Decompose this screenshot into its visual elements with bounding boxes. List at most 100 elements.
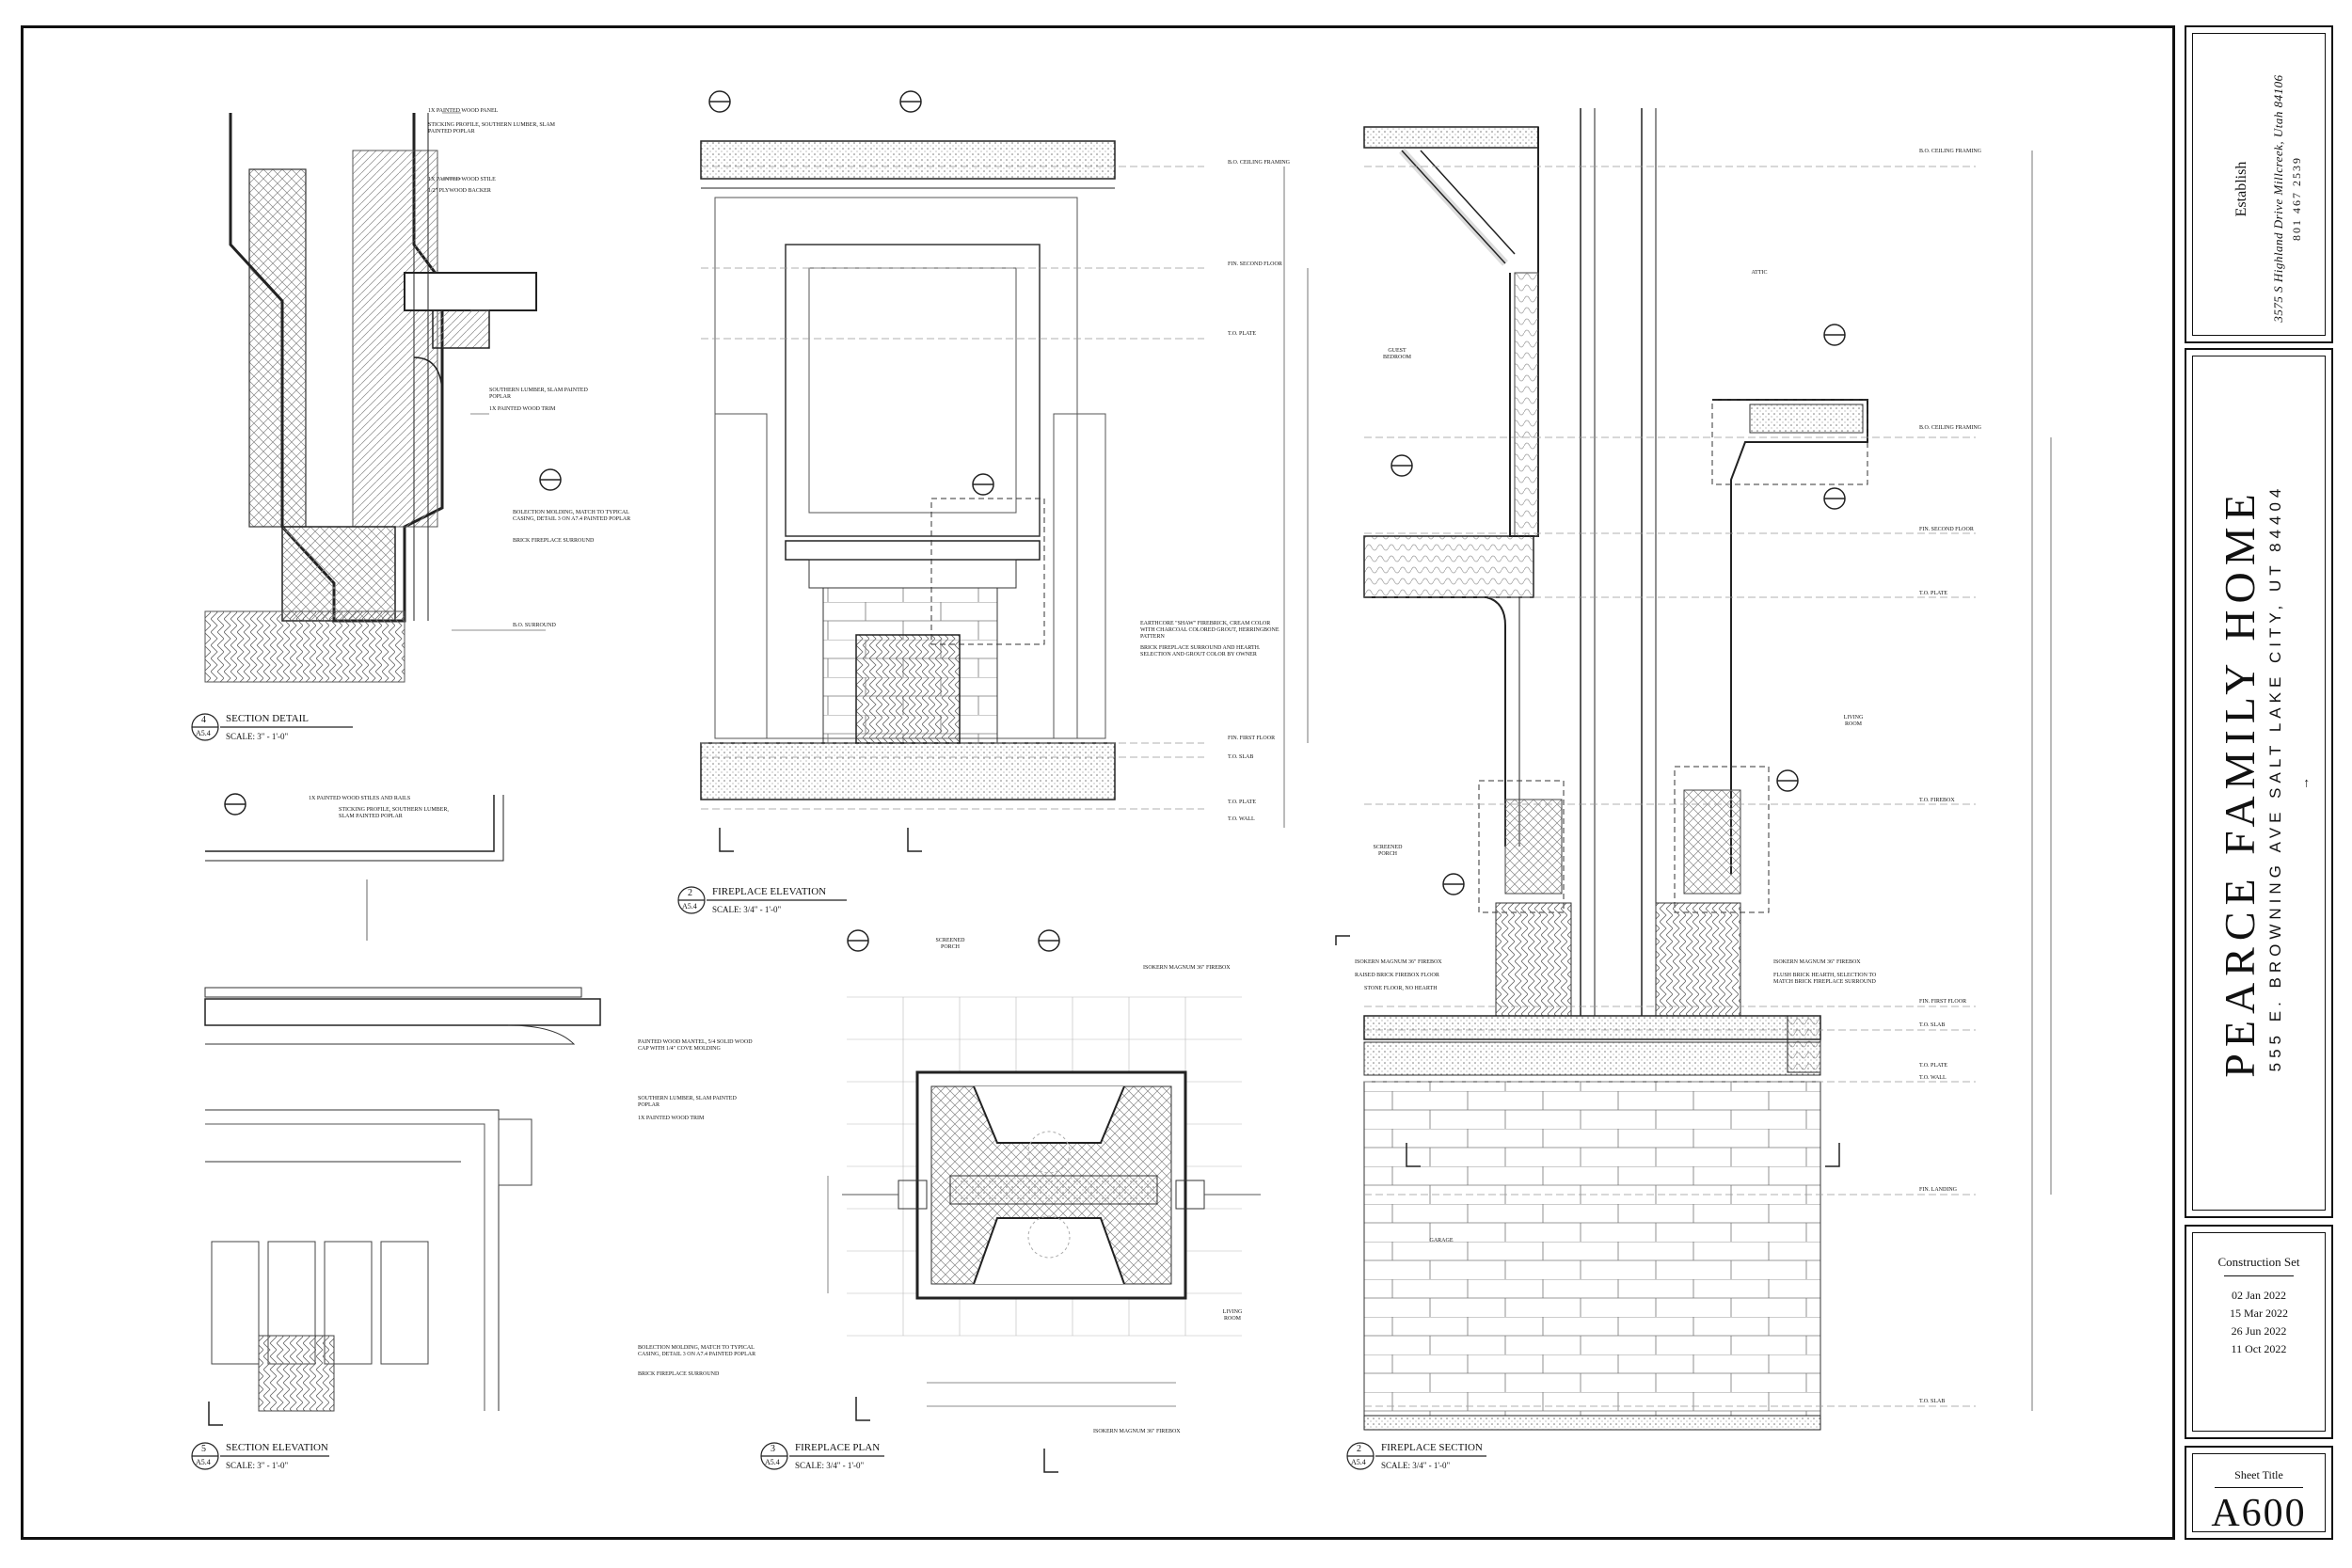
view-title-section-detail: 4 A5.4 SECTION DETAIL SCALE: 3" - 1'-0"	[196, 713, 384, 751]
note: ISOKERN MAGNUM 36" FIREBOX	[1143, 965, 1231, 971]
view-title-fireplace-elevation: 2 A5.4 FIREPLACE ELEVATION SCALE: 3/4" -…	[682, 886, 889, 924]
room-label: GUEST BEDROOM	[1382, 348, 1411, 360]
view-sheet-ref: A5.4	[196, 729, 211, 737]
view-scale: SCALE: 3" - 1'-0"	[226, 1461, 289, 1470]
view-title: FIREPLACE SECTION	[1381, 1442, 1483, 1453]
view-number: 2	[688, 888, 692, 898]
note: BRICK FIREPLACE SURROUND AND HEARTH. SEL…	[1140, 645, 1261, 657]
note: BRICK FIREPLACE SURROUND	[638, 1371, 720, 1377]
view-title: SECTION DETAIL	[226, 713, 310, 724]
sheet-number: A600	[2211, 1492, 2307, 1535]
note: 1X PAINTED WOOD STILES AND RAILS	[309, 796, 411, 801]
view-title-section-elevation: 5 A5.4 SECTION ELEVATION SCALE: 3" - 1'-…	[196, 1442, 384, 1480]
note: 1X PAINTED WOOD STILE	[428, 177, 496, 182]
view-sheet-ref: A5.4	[1351, 1458, 1366, 1466]
north-arrow-icon: →	[2298, 777, 2312, 790]
construction-set-title: Construction Set	[2217, 1255, 2300, 1269]
revision-date: 02 Jan 2022	[2232, 1289, 2286, 1302]
note: 1X PAINTED WOOD TRIM	[638, 1116, 705, 1121]
level-label: FIN. LANDING	[1919, 1187, 1957, 1193]
note: 1/2" PLYWOOD BACKER	[428, 188, 491, 194]
room-label: ATTIC	[1751, 270, 1768, 276]
note: ISOKERN MAGNUM 36" FIREBOX	[1773, 959, 1861, 965]
view-sheet-ref: A5.4	[765, 1458, 780, 1466]
room-label: LIVING ROOM	[1222, 1309, 1243, 1322]
level-label: FIN. FIRST FLOOR	[1919, 999, 1967, 1005]
firm-address: 3575 S Highland Drive Millcreek, Utah 84…	[2271, 74, 2285, 323]
note: PAINTED WOOD MANTEL, 5/4 SOLID WOOD CAP …	[638, 1039, 753, 1052]
revision-date: 15 Mar 2022	[2230, 1307, 2288, 1320]
section-elevation-drawing	[204, 795, 601, 1426]
fireplace-elevation-drawing	[700, 140, 1309, 852]
level-label: T.O. SLAB	[1228, 754, 1254, 760]
view-title: SECTION ELEVATION	[226, 1442, 328, 1453]
view-number: 5	[201, 1444, 206, 1454]
note: ISOKERN MAGNUM 36" FIREBOX	[1355, 959, 1442, 965]
level-label: T.O. PLATE	[1919, 1063, 1948, 1069]
note: STICKING PROFILE, SOUTHERN LUMBER, SLAM …	[428, 122, 556, 135]
level-label: T.O. WALL	[1228, 816, 1255, 822]
sheet-number-block: Sheet Title A600	[2185, 1446, 2333, 1540]
view-title: FIREPLACE PLAN	[795, 1442, 881, 1453]
note: STICKING PROFILE, SOUTHERN LUMBER, SLAM …	[339, 807, 449, 819]
level-label: B.O. CEILING FRAMING	[1919, 425, 1981, 431]
note: STONE FLOOR, NO HEARTH	[1364, 986, 1438, 991]
view-scale: SCALE: 3/4" - 1'-0"	[712, 905, 782, 914]
level-label: T.O. WALL	[1919, 1075, 1947, 1081]
level-label: FIN. SECOND FLOOR	[1228, 261, 1282, 267]
drawing-frame	[21, 25, 2175, 1540]
project-address: 555 E. BROWNING AVE SALT LAKE CITY, UT 8…	[2266, 483, 2284, 1072]
view-scale: SCALE: 3/4" - 1'-0"	[795, 1461, 865, 1470]
level-label: FIN. SECOND FLOOR	[1919, 527, 1974, 532]
view-number: 4	[201, 715, 206, 725]
note: 1X PAINTED WOOD PANEL	[428, 108, 499, 114]
section-detail-drawing	[204, 112, 546, 683]
section-markers	[224, 90, 1846, 952]
level-label: FIN. FIRST FLOOR	[1228, 736, 1276, 741]
note: BOLECTION MOLDING, MATCH TO TYPICAL CASI…	[513, 510, 631, 522]
note: SOUTHERN LUMBER, SLAM PAINTED POPLAR	[489, 388, 588, 400]
note: SOUTHERN LUMBER, SLAM PAINTED POPLAR	[638, 1096, 737, 1108]
room-label: SCREENED PORCH	[935, 938, 965, 950]
view-number: 2	[1357, 1444, 1361, 1454]
view-title-fireplace-section: 2 A5.4 FIREPLACE SECTION SCALE: 3/4" - 1…	[1351, 1442, 1539, 1480]
room-label: GARAGE	[1429, 1238, 1454, 1243]
note: 1X PAINTED WOOD TRIM	[489, 406, 556, 412]
fireplace-plan-drawing	[827, 996, 1261, 1473]
construction-set-block: Construction Set 02 Jan 2022 15 Mar 2022…	[2185, 1225, 2333, 1439]
view-scale: SCALE: 3" - 1'-0"	[226, 732, 289, 741]
view-callout-symbols	[191, 713, 1486, 1470]
view-number: 3	[771, 1444, 775, 1454]
level-label: T.O. PLATE	[1228, 331, 1257, 337]
level-label: T.O. SLAB	[1919, 1399, 1946, 1404]
note: BRICK FIREPLACE SURROUND	[513, 538, 595, 544]
fireplace-section-drawing	[1335, 108, 2052, 1431]
level-label: B.O. CEILING FRAMING	[1228, 160, 1290, 166]
note: BOLECTION MOLDING, MATCH TO TYPICAL CASI…	[638, 1345, 756, 1357]
view-scale: SCALE: 3/4" - 1'-0"	[1381, 1461, 1451, 1470]
room-label: SCREENED PORCH	[1373, 845, 1403, 857]
view-title: FIREPLACE ELEVATION	[712, 886, 827, 897]
note: ISOKERN MAGNUM 36" FIREBOX	[1093, 1429, 1181, 1434]
view-sheet-ref: A5.4	[196, 1458, 211, 1466]
level-label: T.O. FIREBOX	[1919, 798, 1955, 803]
revision-date: 26 Jun 2022	[2231, 1324, 2287, 1338]
firm-name: Establish	[2233, 161, 2249, 217]
note: FLUSH BRICK HEARTH, SELECTION TO MATCH B…	[1773, 973, 1877, 985]
note: EARTHCORE "SHAW" FIREBRICK, CREAM COLOR …	[1140, 621, 1279, 640]
project-block: PEARCE FAMILY HOME 555 E. BROWNING AVE S…	[2185, 348, 2333, 1218]
sheet-title-label: Sheet Title	[2234, 1468, 2283, 1481]
project-name: PEARCE FAMILY HOME	[2216, 487, 2264, 1078]
view-title-fireplace-plan: 3 A5.4 FIREPLACE PLAN SCALE: 3/4" - 1'-0…	[765, 1442, 953, 1480]
level-label: T.O. SLAB	[1919, 1022, 1946, 1028]
note: RAISED BRICK FIREBOX FLOOR	[1355, 973, 1439, 978]
room-label: LIVING ROOM	[1843, 715, 1864, 727]
note: B.O. SURROUND	[513, 623, 556, 628]
level-label: T.O. PLATE	[1228, 800, 1257, 805]
revision-date: 11 Oct 2022	[2231, 1342, 2287, 1355]
level-label: T.O. PLATE	[1919, 591, 1948, 596]
view-sheet-ref: A5.4	[682, 902, 697, 911]
firm-phone: 801 467 2539	[2290, 156, 2303, 241]
